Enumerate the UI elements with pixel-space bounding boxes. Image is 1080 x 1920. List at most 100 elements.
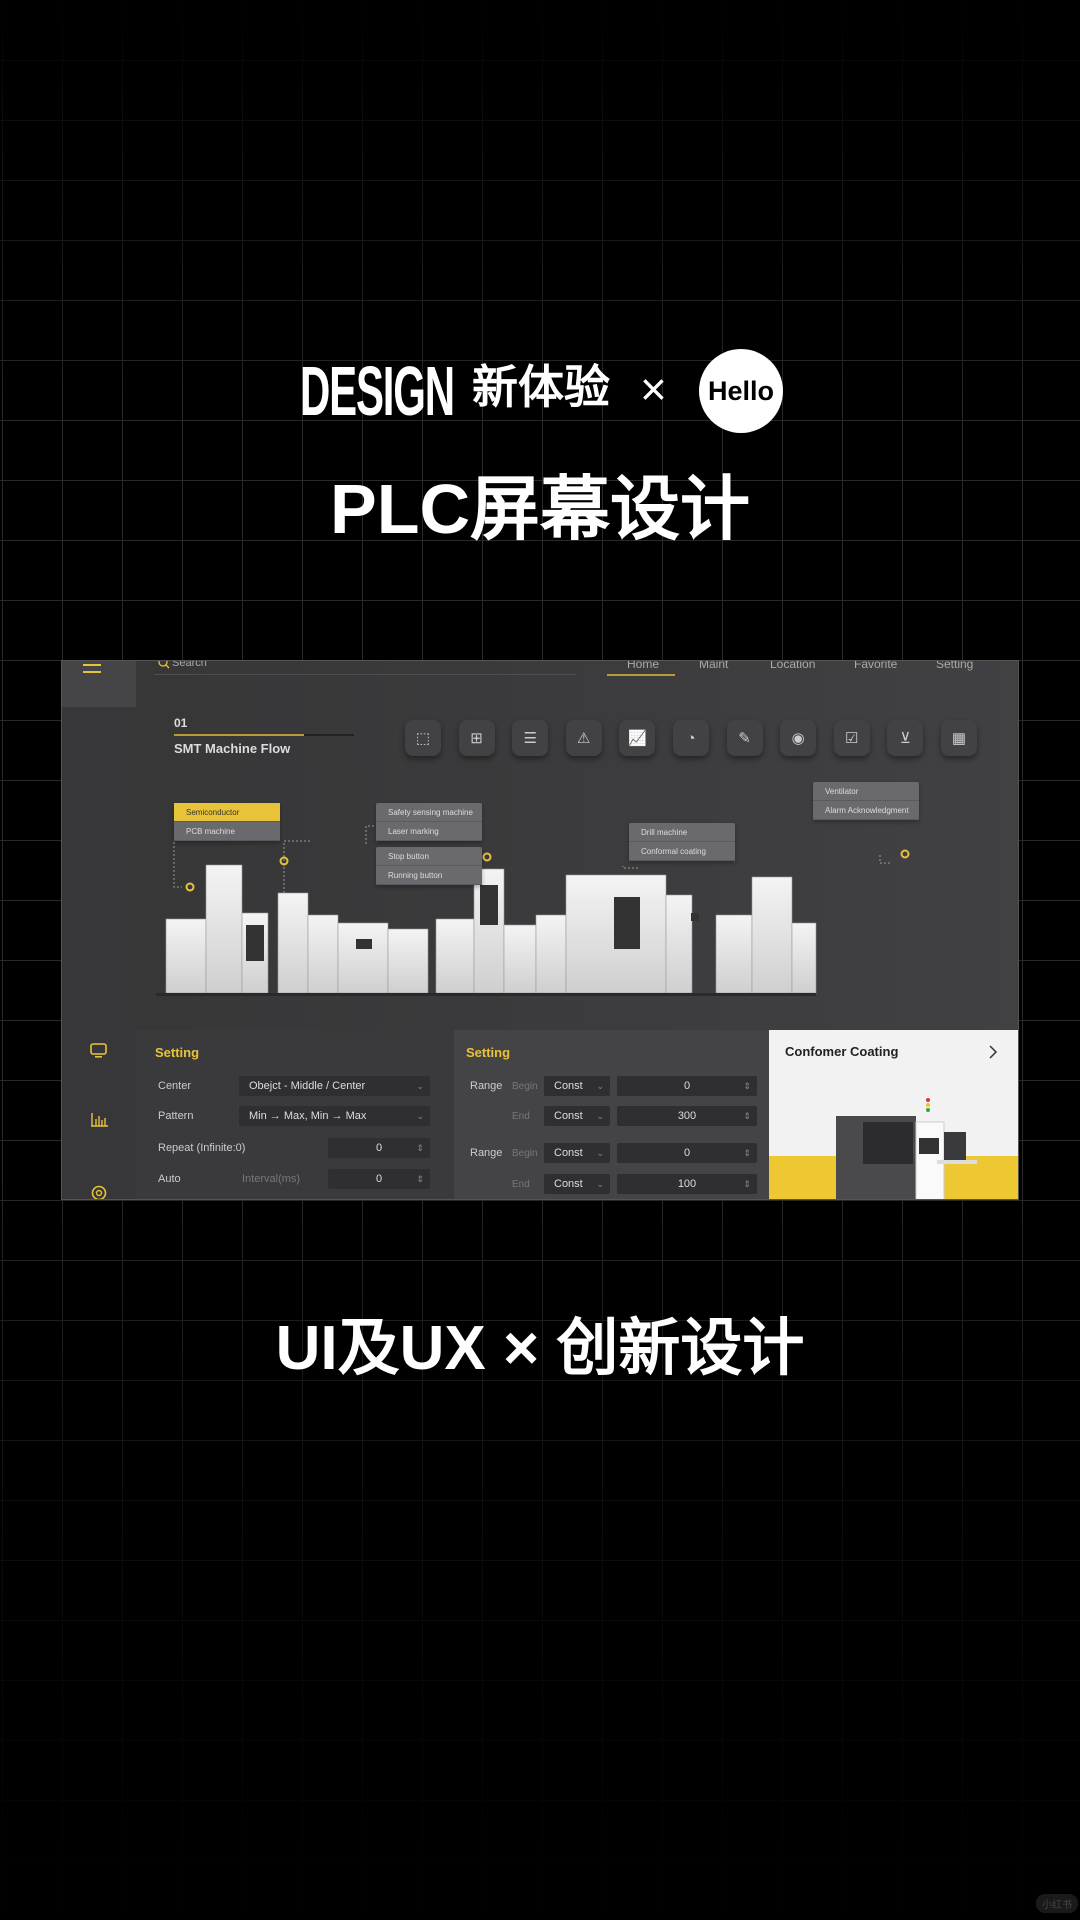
select-area-button[interactable]: ⬚ (405, 720, 441, 756)
callout-item[interactable]: Laser marking (376, 822, 482, 841)
watermark: 小红书 (1036, 1894, 1078, 1913)
begin-label: Begin (512, 1148, 538, 1159)
r2-end-stepper[interactable]: 100 ⇕ (617, 1174, 757, 1194)
stepper-icon[interactable]: ⇕ (743, 1081, 751, 1091)
callout-semiconductor[interactable]: Semiconductor PCB machine (174, 803, 280, 841)
setting-panel-1: Setting Center Obejct - Middle / Center⌄… (136, 1030, 452, 1199)
type-value: Const (554, 1178, 583, 1190)
center-value: Obejct - Middle / Center (249, 1080, 366, 1092)
pattern-label: Pattern (158, 1110, 194, 1122)
stepper-icon[interactable]: ⇕ (743, 1148, 751, 1158)
callout-item[interactable]: Running button (376, 866, 482, 885)
chevron-down-icon: ⌄ (416, 1111, 424, 1121)
pattern-select[interactable]: Min → Max, Min → Max ⌄ (239, 1106, 430, 1126)
pie-chart-button[interactable]: ◔ (672, 720, 709, 756)
warning-button[interactable]: ⚠ (565, 720, 602, 756)
r1-end-stepper[interactable]: 300⇕ (617, 1106, 757, 1126)
multi-select-icon: ⊞ (470, 730, 483, 747)
type-value: Const (554, 1110, 583, 1122)
chevron-down-icon: ⌄ (596, 1179, 604, 1189)
dropdown-check-icon: ⊻ (899, 730, 911, 747)
type-value: Const (554, 1080, 583, 1092)
search-icon (158, 661, 170, 669)
stepper-icon[interactable]: ⇕ (743, 1111, 751, 1121)
callout-drill[interactable]: Drill machine Conformal coating (629, 823, 735, 861)
menu-icon (83, 664, 101, 673)
tab-home-underline (607, 674, 675, 676)
repeat-label: Repeat (Infinite:0) (158, 1142, 246, 1154)
range-label: Range (470, 1080, 503, 1092)
r2-begin-stepper[interactable]: 0⇕ (617, 1143, 757, 1163)
hotspot-markers (185, 849, 910, 935)
callout-item[interactable]: Alarm Acknowledgment (813, 801, 919, 820)
callout-ventilator[interactable]: Ventilator Alarm Acknowledgment (813, 782, 919, 820)
callout-item[interactable]: Stop button (376, 847, 482, 866)
stepper-icon[interactable]: ⇕ (743, 1179, 751, 1189)
callout-item[interactable]: PCB machine (174, 822, 280, 841)
confomer-coating-card[interactable]: Confomer Coating (769, 1030, 1018, 1199)
toggle-button[interactable]: ☰ (512, 720, 549, 756)
stepper-value: 100 (677, 1178, 697, 1190)
callout-safety[interactable]: Safety sensing machine Laser marking (376, 803, 482, 841)
r2-begin-type-select[interactable]: Const⌄ (544, 1143, 610, 1163)
dropdown-check-button[interactable]: ⊻ (887, 720, 924, 756)
tab-setting[interactable]: Setting (936, 660, 974, 671)
callout-item[interactable]: Conformal coating (629, 842, 735, 861)
callout-item[interactable]: Drill machine (629, 823, 735, 842)
r1-begin-stepper[interactable]: 0⇕ (617, 1076, 757, 1096)
record-button[interactable]: ◉ (780, 720, 817, 756)
checkbox-button[interactable]: ☑ (833, 720, 870, 756)
center-select[interactable]: Obejct - Middle / Center⌄ (239, 1076, 430, 1096)
settings-icon[interactable] (90, 1184, 108, 1200)
interval-stepper[interactable]: 0⇕ (328, 1169, 430, 1189)
pattern-value: Min → Max, Min → Max (249, 1110, 367, 1122)
callout-item[interactable]: Ventilator (813, 782, 919, 801)
menu-button[interactable] (62, 661, 136, 707)
stepper-icon[interactable]: ⇕ (416, 1174, 424, 1184)
range-label: Range (470, 1147, 503, 1159)
hello-logo: Hello (699, 349, 783, 433)
checkbox-icon: ☑ (845, 730, 859, 747)
flow-title: SMT Machine Flow (174, 741, 291, 756)
callout-buttons[interactable]: Stop button Running button (376, 847, 482, 885)
chevron-down-icon: ⌄ (596, 1111, 604, 1121)
tab-home[interactable]: Home (627, 660, 660, 671)
end-label: End (512, 1111, 530, 1122)
search-input[interactable]: Search (154, 660, 576, 675)
calendar-button[interactable]: ▦ (940, 720, 977, 756)
callout-item[interactable]: Semiconductor (174, 803, 280, 822)
poster-tagline: UI及UX × 创新设计 (275, 1314, 805, 1383)
tab-maint[interactable]: Maint (699, 660, 729, 671)
line-chart-button[interactable]: 📈 (619, 720, 656, 756)
bar-chart-icon[interactable] (90, 1111, 108, 1127)
monitor-icon[interactable] (90, 1043, 108, 1059)
line-chart-icon: 📈 (628, 730, 647, 747)
repeat-stepper[interactable]: 0⇕ (328, 1138, 430, 1158)
toolbar: ⬚ ⊞ ☰ ⚠ 📈 ◔ ✎ ◉ ☑ ⊻ ▦ (405, 720, 977, 756)
tab-location[interactable]: Location (770, 660, 816, 671)
coating-machine-image (836, 1098, 977, 1199)
panel-title: Setting (466, 1045, 511, 1060)
stepper-value: 0 (683, 1080, 691, 1092)
multi-select-button[interactable]: ⊞ (458, 720, 495, 756)
search-placeholder: Search (172, 660, 207, 669)
r1-begin-type-select[interactable]: Const ⌄ (544, 1076, 610, 1096)
machines (165, 864, 817, 994)
r1-end-type-select[interactable]: Const ⌄ (544, 1106, 610, 1126)
edit-button[interactable]: ✎ (726, 720, 763, 756)
r2-end-type-select[interactable]: Const ⌄ (544, 1174, 610, 1194)
interval-label: Interval(ms) (242, 1173, 301, 1185)
chevron-down-icon: ⌄ (596, 1148, 604, 1158)
tab-favorite[interactable]: Favorite (854, 660, 898, 671)
calendar-icon: ▦ (951, 730, 967, 747)
edit-icon: ✎ (738, 730, 751, 747)
chevron-right-icon[interactable] (987, 1044, 999, 1060)
poster-title: PLC屏幕设计 (330, 470, 750, 548)
callout-item[interactable]: Safety sensing machine (376, 803, 482, 822)
stepper-icon[interactable]: ⇕ (416, 1143, 424, 1153)
brand-logo-cn: 新体验 (472, 361, 610, 413)
begin-label: Begin (512, 1081, 538, 1092)
chevron-down-icon: ⌄ (596, 1081, 604, 1091)
record-icon: ◉ (791, 730, 805, 747)
